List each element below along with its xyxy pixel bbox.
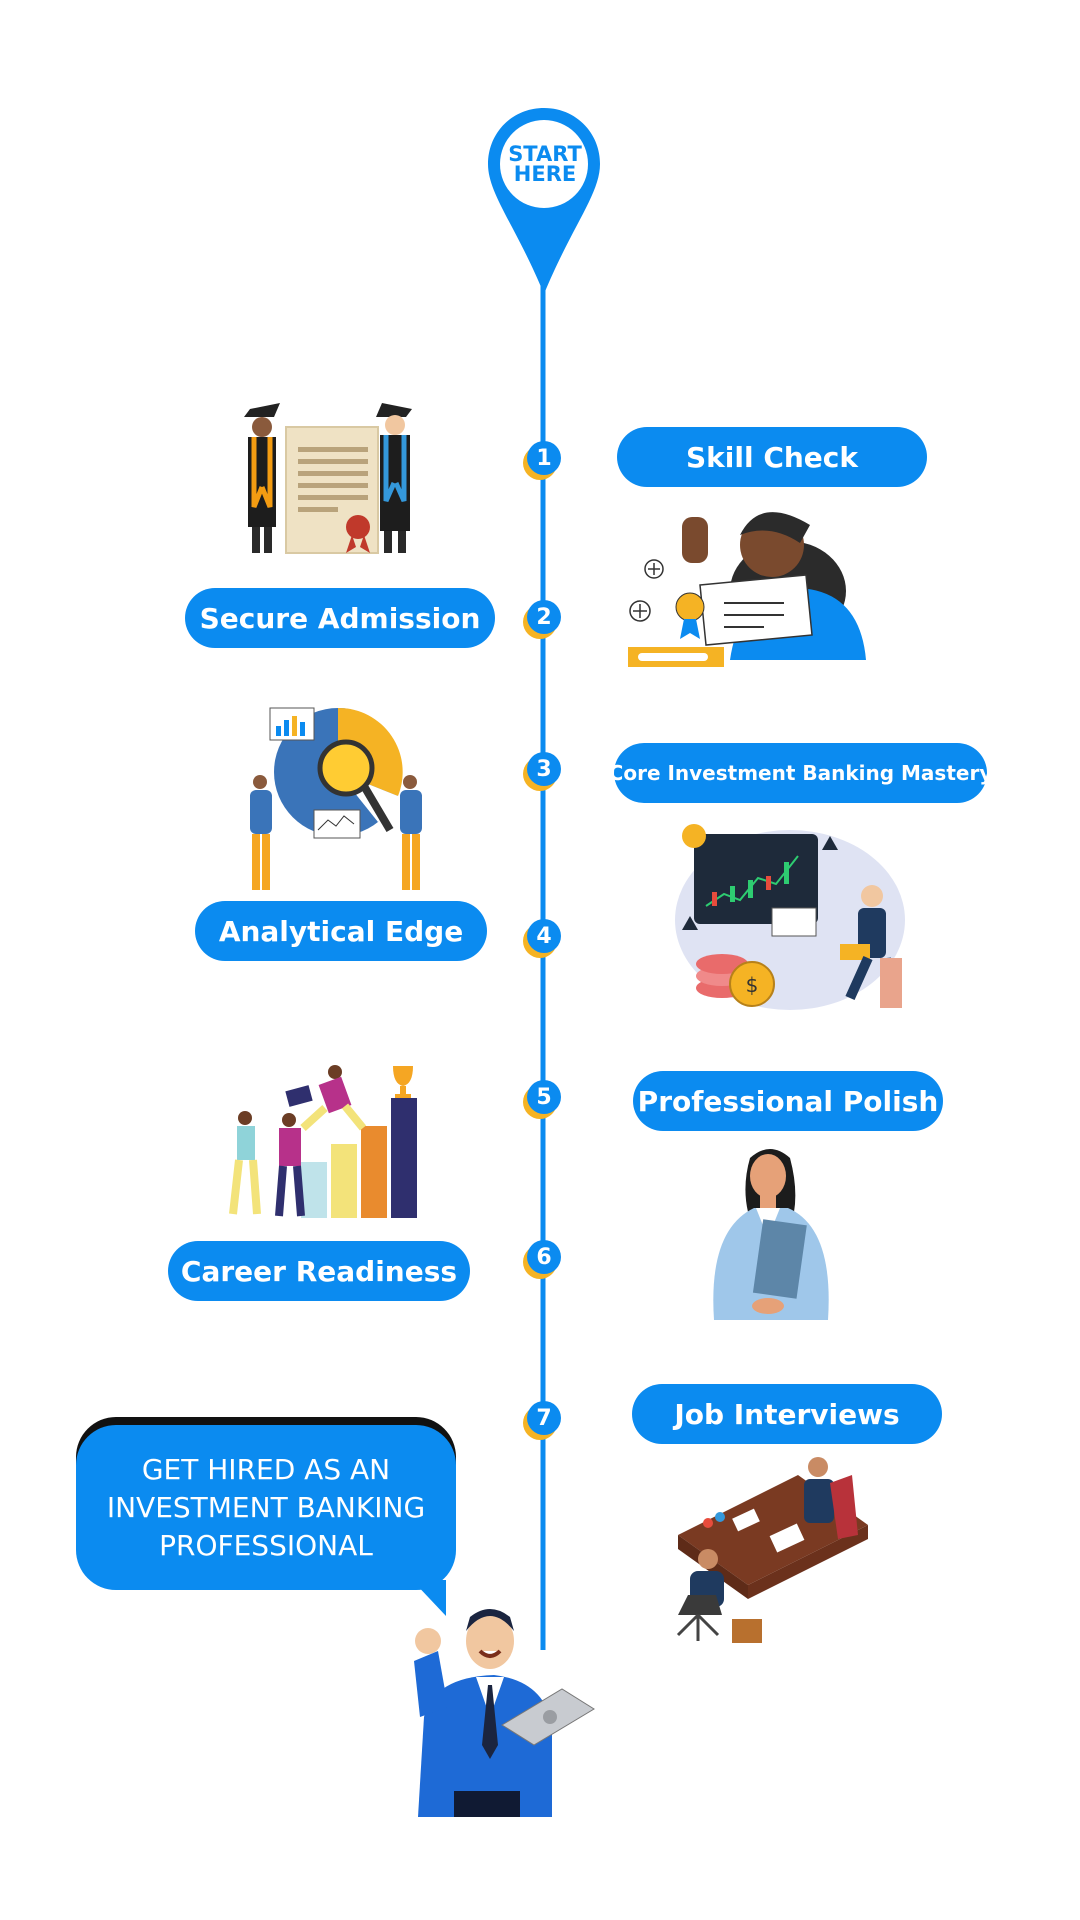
svg-text:$: $: [746, 973, 759, 997]
career-growth-icon: [229, 1065, 417, 1218]
location-pin-icon: [488, 108, 600, 294]
final-message-bubble: GET HIRED AS AN INVESTMENT BANKING PROFE…: [76, 1425, 456, 1590]
step-badge-2: 2: [523, 600, 561, 639]
step-badge-4: 4: [523, 919, 561, 958]
step-label-job-interviews: Job Interviews: [632, 1384, 942, 1444]
data-analysis-icon: [250, 707, 422, 890]
step-badge-3: 3: [523, 752, 561, 791]
step-label-analytical-edge: Analytical Edge: [195, 901, 487, 961]
step-badge-1: 1: [523, 441, 561, 480]
skill-certificate-icon: [628, 512, 866, 667]
step-label-core-ib-mastery: Core Investment Banking Mastery: [609, 743, 992, 803]
final-message-text: GET HIRED AS AN INVESTMENT BANKING PROFE…: [107, 1451, 425, 1565]
step-label-career-readiness: Career Readiness: [168, 1241, 470, 1301]
trading-chart-icon: $: [675, 824, 905, 1010]
graduates-certificate-icon: [244, 403, 412, 554]
step-label-secure-admission: Secure Admission: [185, 588, 495, 648]
hired-banker-icon: [414, 1609, 595, 1817]
start-here-label: START HERE: [495, 142, 595, 186]
final-message-line-1: GET HIRED AS AN: [141, 1452, 391, 1486]
step-label-skill-check: Skill Check: [617, 427, 927, 487]
step-badge-7: 7: [523, 1401, 561, 1440]
interview-meeting-icon: [676, 1457, 868, 1643]
final-message-line-3: PROFESSIONAL: [159, 1528, 373, 1562]
step-badge-6: 6: [523, 1240, 561, 1279]
step-badge-5: 5: [523, 1080, 561, 1119]
step-label-professional-polish: Professional Polish: [633, 1071, 943, 1131]
bubble-tail: [412, 1580, 446, 1616]
here-label: HERE: [513, 162, 577, 186]
start-label: START: [508, 142, 582, 166]
professional-woman-icon: [713, 1149, 829, 1320]
final-message-line-2: INVESTMENT BANKING: [106, 1490, 426, 1524]
